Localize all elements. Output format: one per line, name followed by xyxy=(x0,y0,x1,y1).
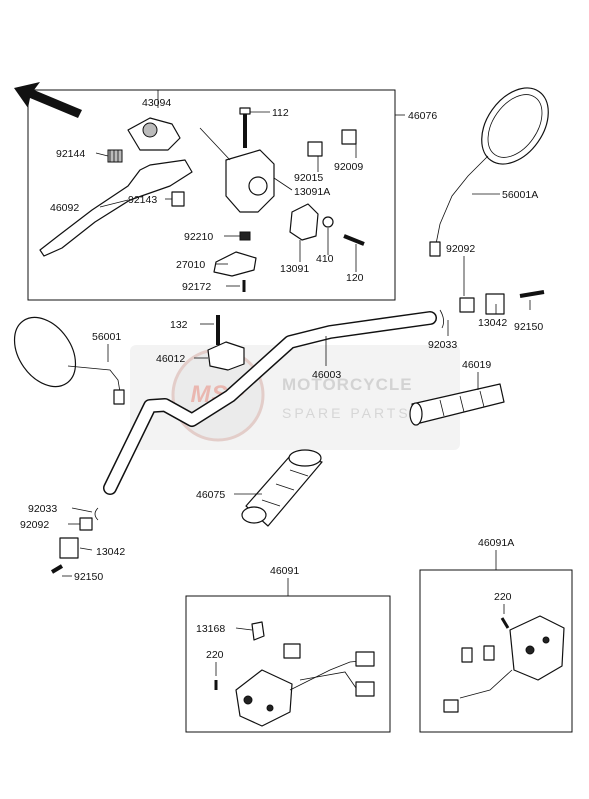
lever-assembly xyxy=(39,107,365,292)
label-92092a: 92092 xyxy=(446,243,475,255)
label-220a: 220 xyxy=(206,649,224,661)
bolt-112 xyxy=(239,107,251,148)
right-grip xyxy=(409,383,505,426)
label-112: 112 xyxy=(272,107,289,119)
label-92150b: 92150 xyxy=(74,571,103,583)
label-220b: 220 xyxy=(494,591,512,603)
label-92210: 92210 xyxy=(184,231,213,243)
mirror-left xyxy=(13,316,125,405)
label-56001A: 56001A xyxy=(502,189,538,201)
label-120: 120 xyxy=(346,272,364,284)
label-92033a: 92033 xyxy=(428,339,457,351)
bolt-92009 xyxy=(341,129,357,145)
screw-120 xyxy=(343,234,365,246)
part-labels: 43094 112 46076 92144 92009 92015 13091A… xyxy=(20,97,543,661)
switch-27010 xyxy=(213,251,257,277)
label-92092b: 92092 xyxy=(20,519,49,531)
label-92033b: 92033 xyxy=(28,503,57,515)
washer-410 xyxy=(322,216,334,228)
collar-92143 xyxy=(171,191,185,207)
clutch-group-box xyxy=(27,89,396,301)
label-92144: 92144 xyxy=(56,148,85,160)
label-92172: 92172 xyxy=(182,281,211,293)
front-arrow-icon xyxy=(14,82,82,118)
label-46076: 46076 xyxy=(408,110,437,122)
handlebar-holder xyxy=(207,315,245,371)
label-46091: 46091 xyxy=(270,565,299,577)
left-switch-housing xyxy=(214,621,375,727)
nut-92210 xyxy=(239,231,251,241)
label-13168: 13168 xyxy=(196,623,225,635)
label-27010: 27010 xyxy=(176,259,205,271)
label-13091A: 13091A xyxy=(294,186,330,198)
cap-92015 xyxy=(307,141,323,157)
label-56001: 56001 xyxy=(92,331,121,343)
mirror-right xyxy=(429,87,549,257)
watermark: MSP MOTORCYCLE SPARE PARTS xyxy=(130,345,460,450)
label-46012: 46012 xyxy=(156,353,185,365)
holder-bore xyxy=(248,176,268,196)
label-132: 132 xyxy=(170,319,188,331)
label-46019: 46019 xyxy=(462,359,491,371)
handlebar xyxy=(103,311,437,495)
right-bar-end xyxy=(439,290,545,329)
label-13042a: 13042 xyxy=(478,317,507,329)
label-92015: 92015 xyxy=(294,172,323,184)
label-13091: 13091 xyxy=(280,263,309,275)
label-43094: 43094 xyxy=(142,97,171,109)
watermark-subtitle: SPARE PARTS xyxy=(282,405,411,421)
right-switch-housing xyxy=(443,615,565,713)
label-92143: 92143 xyxy=(128,194,157,206)
label-46092: 46092 xyxy=(50,202,79,214)
clamp-13091 xyxy=(289,203,319,241)
label-46003: 46003 xyxy=(312,369,341,381)
left-grip xyxy=(241,449,323,527)
leader-lines xyxy=(62,90,531,676)
label-46091A: 46091A xyxy=(478,537,514,549)
pivot-knob xyxy=(142,122,158,138)
label-92150a: 92150 xyxy=(514,321,543,333)
label-46075: 46075 xyxy=(196,489,225,501)
left-bar-end xyxy=(50,507,99,574)
spring-92144 xyxy=(107,149,123,163)
label-92009: 92009 xyxy=(334,161,363,173)
label-13042b: 13042 xyxy=(96,546,125,558)
label-410: 410 xyxy=(316,253,334,265)
clutch-lever xyxy=(39,159,193,257)
watermark-title: MOTORCYCLE xyxy=(282,375,413,394)
